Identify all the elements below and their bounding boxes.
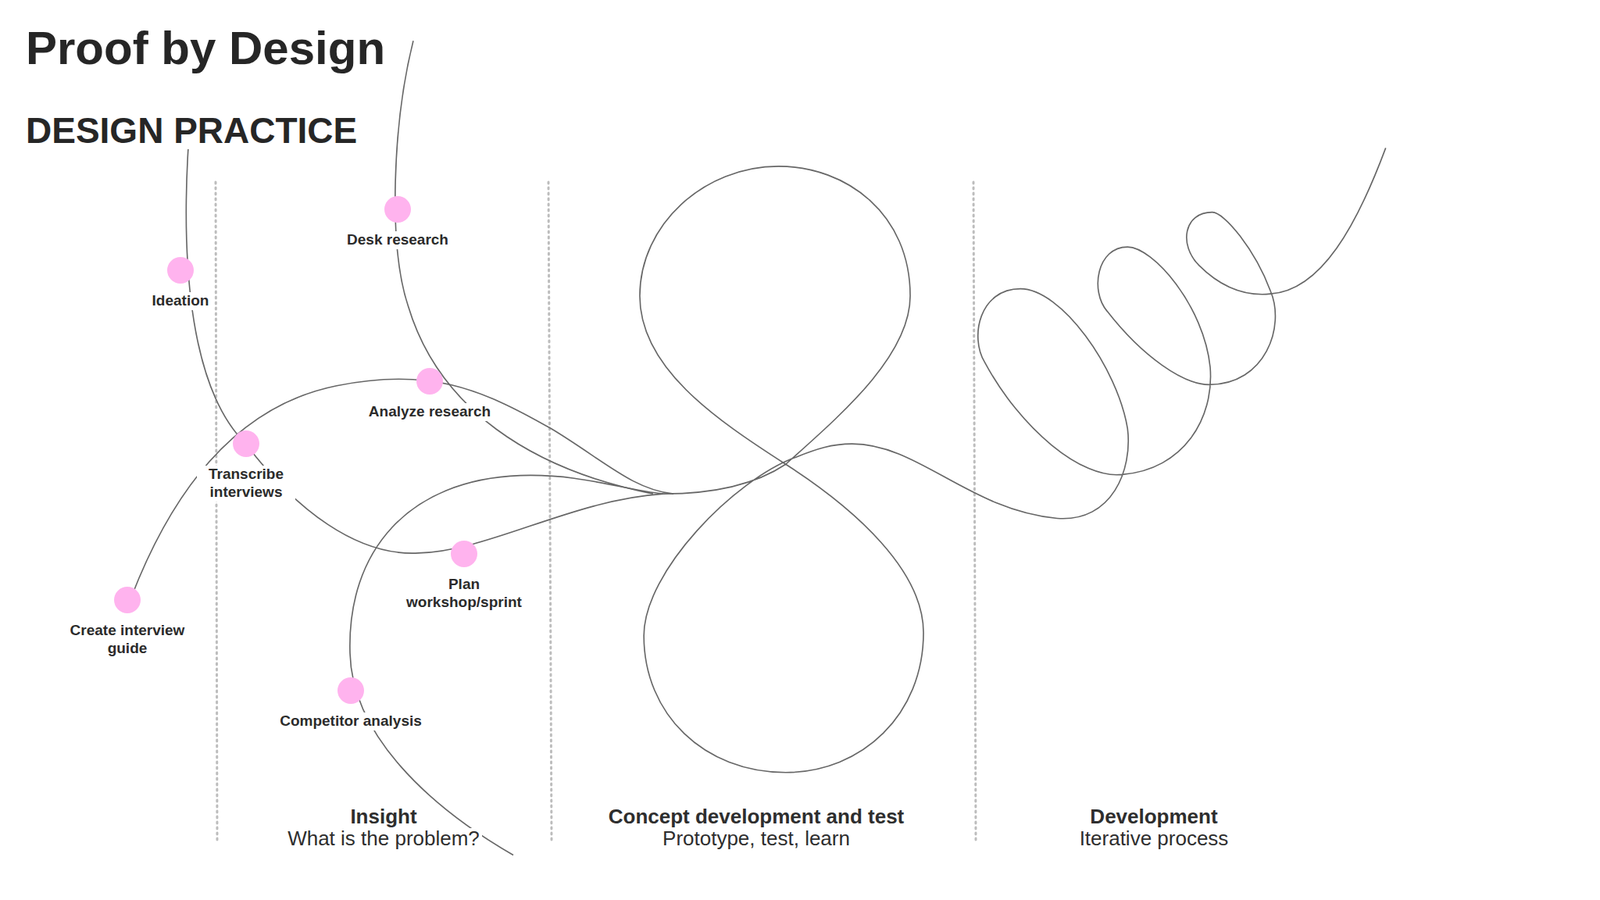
page-title: Proof by Design (23, 25, 388, 72)
step-dot (232, 430, 260, 458)
phase-label: Insight (347, 806, 419, 828)
phase-label: What is the problem? (285, 828, 483, 850)
process-curve (350, 475, 664, 855)
step-label: Ideation (150, 292, 212, 311)
process-step: Plan workshop/sprint (393, 540, 536, 612)
step-dot (450, 540, 478, 568)
step-dot (167, 257, 194, 284)
step-label: Transcribe interviews (196, 465, 296, 502)
step-label: Desk research (344, 231, 451, 250)
step-label: Create interview guide (54, 621, 200, 658)
phase-label: Prototype, test, learn (660, 828, 853, 850)
step-dot (416, 367, 443, 395)
process-step: Competitor analysis (277, 677, 425, 731)
step-label: Analyze research (366, 403, 493, 422)
step-label: Plan workshop/sprint (393, 575, 536, 612)
process-step: Analyze research (366, 367, 493, 422)
page-subtitle: DESIGN PRACTICE (23, 111, 360, 150)
phase-dividers (215, 182, 976, 842)
process-step: Desk research (344, 196, 451, 250)
step-dot (337, 677, 365, 704)
phase-divider (973, 182, 976, 842)
step-label: Competitor analysis (277, 712, 425, 731)
phase-label: Iterative process (1077, 828, 1232, 850)
phase-divider (215, 182, 218, 842)
phase-label: Concept development and test (606, 806, 908, 828)
process-curves (127, 40, 1386, 855)
process-step: Ideation (150, 257, 212, 311)
process-curve (127, 378, 674, 608)
phase-divider (548, 182, 552, 842)
step-dot (114, 586, 141, 614)
step-dot (384, 196, 411, 223)
phase-label: Development (1087, 806, 1220, 828)
process-curve (395, 40, 654, 494)
process-step: Create interview guide (54, 586, 200, 658)
process-step: Transcribe interviews (196, 430, 296, 502)
process-curve (185, 112, 664, 554)
figure-eight-spiral (639, 147, 1386, 772)
